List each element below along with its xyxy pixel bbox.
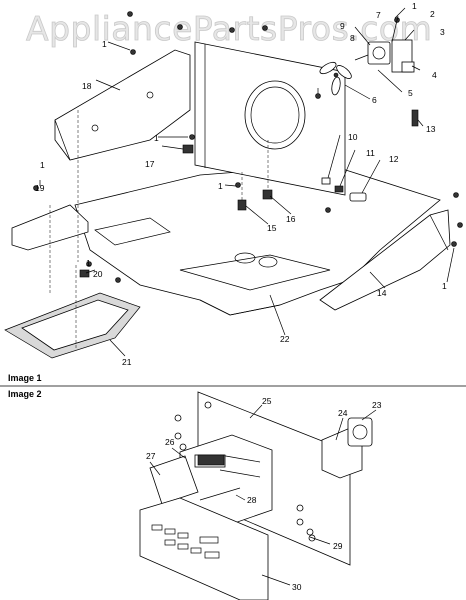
fan-blade [319,61,352,96]
callout-9: 9 [340,21,345,31]
callout-19: 19 [35,183,45,193]
callout-15: 15 [267,223,277,233]
part-15 [237,199,247,211]
leader-lines-2 [149,404,377,586]
callout-20: 20 [93,269,103,279]
image-2-drawing: 23 24 25 26 27 28 29 30 [139,391,382,600]
callout-2: 2 [430,9,435,19]
display-lens [197,454,225,466]
callout-10: 10 [348,132,358,142]
callout-23: 23 [372,400,382,410]
callout-14: 14 [377,288,387,298]
callout-16: 16 [286,214,296,224]
callout-22: 22 [280,334,290,344]
part-11 [334,185,344,193]
clip-13 [411,109,419,127]
callout-18: 18 [82,81,92,91]
part-12 [349,192,367,202]
callout-3: 3 [440,27,445,37]
callout-29: 29 [333,541,343,551]
callout-4: 4 [432,70,437,80]
callout-12: 12 [389,154,399,164]
callout-1-d: 1 [40,160,45,170]
fan-motor [367,41,391,65]
callout-7: 7 [376,10,381,20]
callout-21: 21 [122,357,132,367]
callout-8: 8 [350,33,355,43]
callout-11: 11 [366,148,375,158]
part-16 [262,189,273,200]
callout-13: 13 [426,124,436,134]
left-side-bracket [54,49,191,161]
callout-30: 30 [292,582,302,592]
callout-26: 26 [165,437,175,447]
leader-lines [39,7,455,357]
callout-25: 25 [262,396,272,406]
part-10 [321,177,331,185]
bracket-17 [182,144,194,154]
image-1-caption: Image 1 [8,373,42,383]
callout-1-c: 1 [154,133,159,143]
panel-screws [174,401,316,542]
callout-1: 1 [412,1,417,11]
image-2-caption: Image 2 [8,389,42,399]
callout-28: 28 [247,495,257,505]
transformer-23 [347,417,373,447]
callout-1-g: 1 [442,281,447,291]
motor-bracket-4 [401,61,415,73]
callout-5: 5 [408,88,413,98]
bracket-20 [79,269,90,278]
display-window [149,455,199,505]
callout-1-f: 1 [86,258,91,268]
callout-27: 27 [146,451,156,461]
fan-shroud-ring [244,80,306,150]
callout-24: 24 [338,408,348,418]
callout-6: 6 [372,95,377,105]
callout-17: 17 [145,159,155,169]
callout-1-e: 1 [218,181,223,191]
screw-group [33,11,463,283]
callout-1-b: 1 [102,39,107,49]
watermark: AppliancePartsPros.com [26,9,432,48]
keypad [151,524,220,559]
image-1-drawing: 1 2 3 4 5 6 7 8 9 10 11 12 13 14 15 16 1… [4,1,463,367]
front-control-panel [139,497,269,600]
